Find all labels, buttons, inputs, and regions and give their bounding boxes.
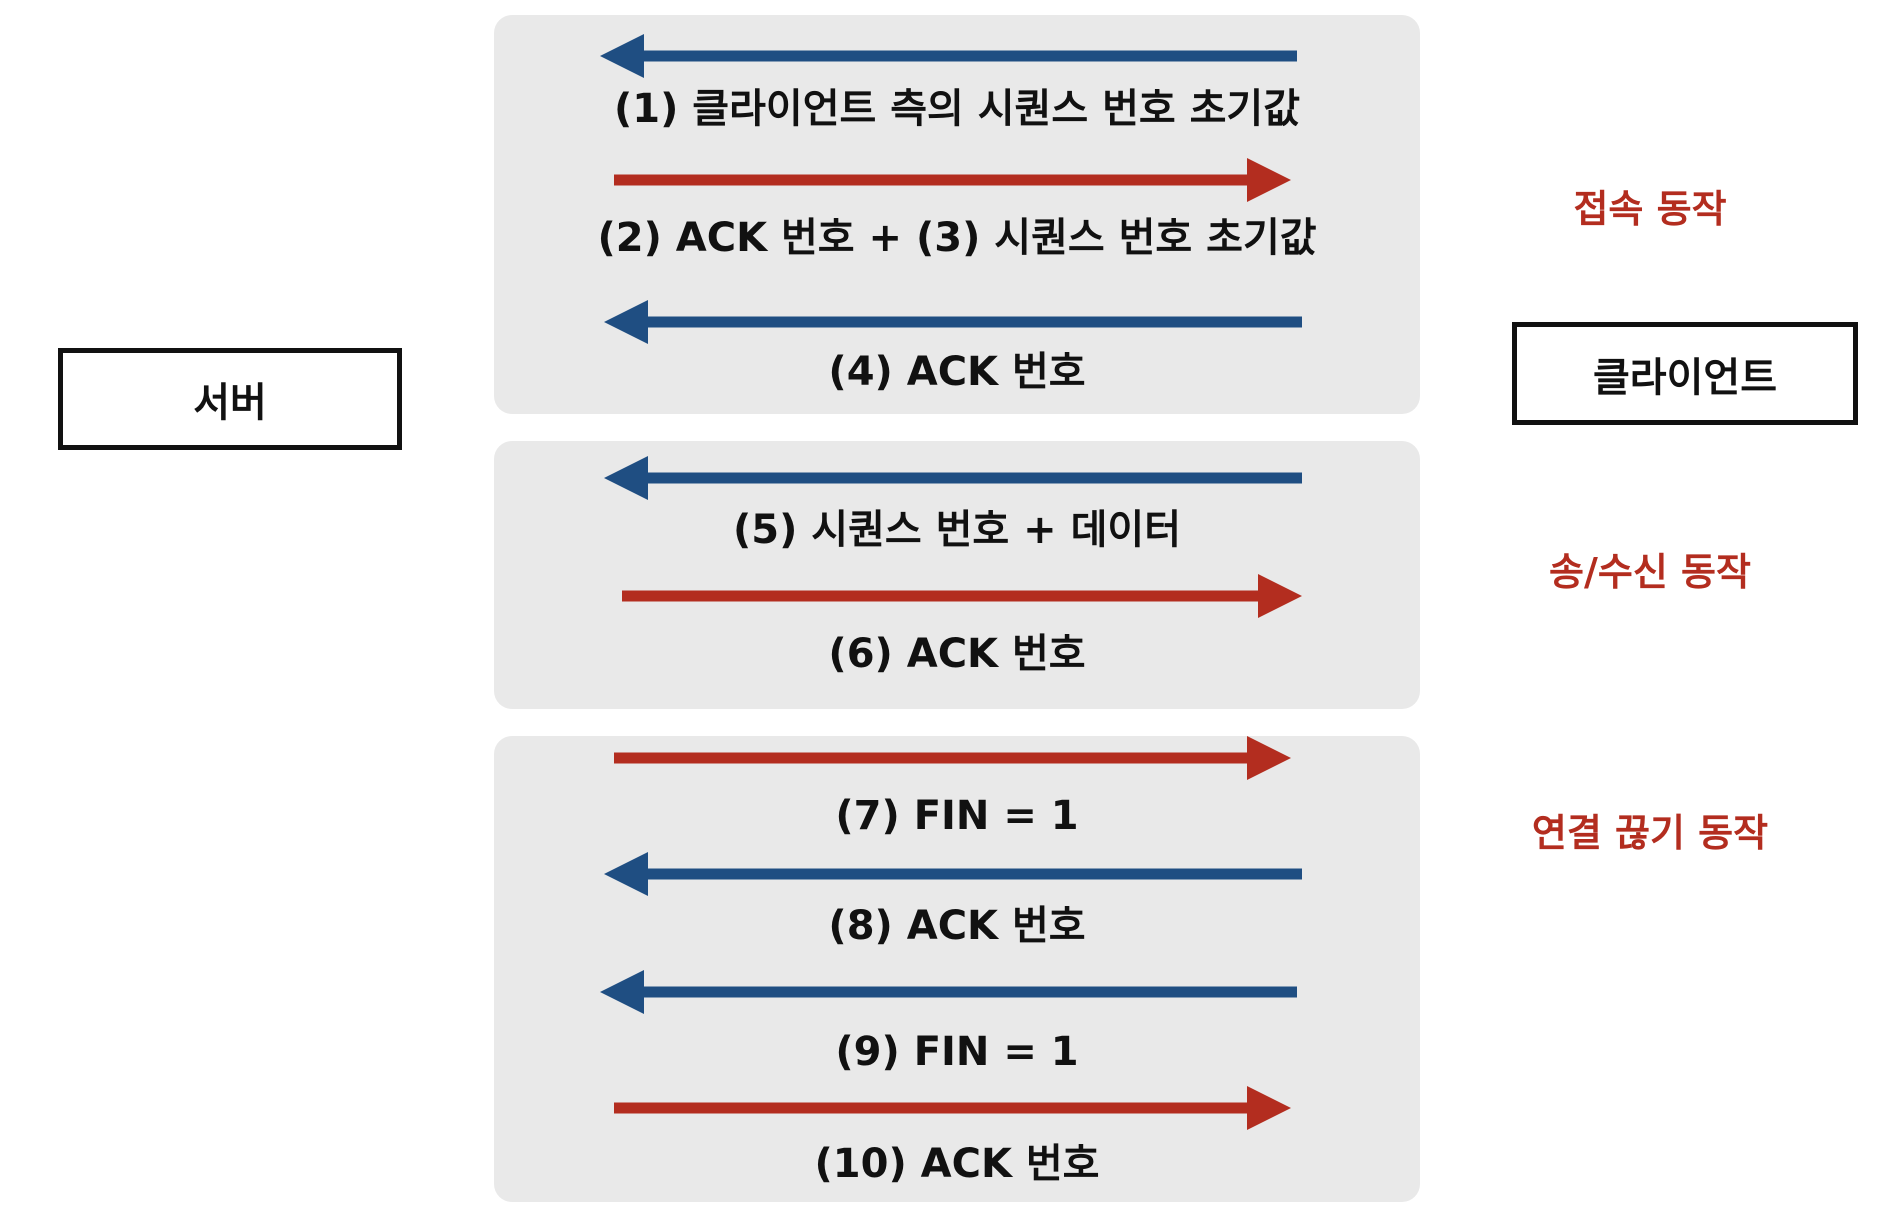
arrow-shaft [614, 1102, 1251, 1114]
step-4-arrow [604, 456, 1302, 500]
connect-phase-panel [494, 15, 1420, 414]
arrow-graphic [614, 736, 1291, 780]
transfer-phase-label: 송/수신 동작 [1549, 550, 1751, 594]
arrow-graphic [604, 852, 1302, 896]
arrow-graphic [604, 456, 1302, 500]
step-7-label: (8) ACK 번호 [828, 903, 1086, 949]
client-box: 클라이언트 [1512, 322, 1858, 425]
arrow-graphic [614, 158, 1291, 202]
arrow-shaft [644, 868, 1302, 880]
arrow-graphic [614, 1086, 1291, 1130]
arrow-shaft [644, 316, 1302, 328]
step-1-label: (1) 클라이언트 측의 시퀀스 번호 초기값 [613, 86, 1301, 132]
step-5-arrow [622, 574, 1302, 618]
step-8-arrow [600, 970, 1297, 1014]
arrow-graphic [600, 970, 1297, 1014]
arrow-shaft [640, 986, 1297, 998]
step-2-label: (2) ACK 번호 + (3) 시퀀스 번호 초기값 [597, 215, 1317, 261]
step-4-label: (5) 시퀀스 번호 + 데이터 [732, 507, 1181, 553]
arrowhead [600, 34, 644, 78]
step-1-arrow [600, 34, 1297, 78]
step-6-label: (7) FIN = 1 [835, 793, 1079, 839]
close-phase-label: 연결 끊기 동작 [1531, 811, 1769, 855]
arrow-graphic [600, 34, 1297, 78]
arrow-shaft [644, 472, 1302, 484]
transfer-phase-panel [494, 441, 1420, 709]
arrow-shaft [640, 50, 1297, 62]
arrowhead [604, 300, 648, 344]
arrowhead [604, 852, 648, 896]
step-6-arrow [614, 736, 1291, 780]
step-8-label: (9) FIN = 1 [835, 1029, 1079, 1075]
step-9-arrow [614, 1086, 1291, 1130]
arrow-shaft [614, 174, 1251, 186]
step-3-label: (4) ACK 번호 [828, 349, 1086, 395]
step-5-label: (6) ACK 번호 [828, 631, 1086, 677]
arrow-shaft [614, 752, 1251, 764]
arrowhead [604, 456, 648, 500]
step-2-arrow [614, 158, 1291, 202]
arrow-shaft [622, 590, 1262, 602]
arrow-graphic [622, 574, 1302, 618]
arrowhead [600, 970, 644, 1014]
step-9-label: (10) ACK 번호 [814, 1141, 1100, 1187]
arrowhead [1247, 736, 1291, 780]
step-3-arrow [604, 300, 1302, 344]
client-label: 클라이언트 [1593, 354, 1777, 401]
arrowhead [1247, 158, 1291, 202]
server-label: 서버 [193, 380, 267, 426]
connect-phase-label: 접속 동작 [1573, 187, 1727, 231]
arrow-graphic [604, 300, 1302, 344]
arrowhead [1247, 1086, 1291, 1130]
close-phase-panel [494, 736, 1420, 1202]
step-7-arrow [604, 852, 1302, 896]
server-box: 서버 [58, 348, 402, 450]
arrowhead [1258, 574, 1302, 618]
